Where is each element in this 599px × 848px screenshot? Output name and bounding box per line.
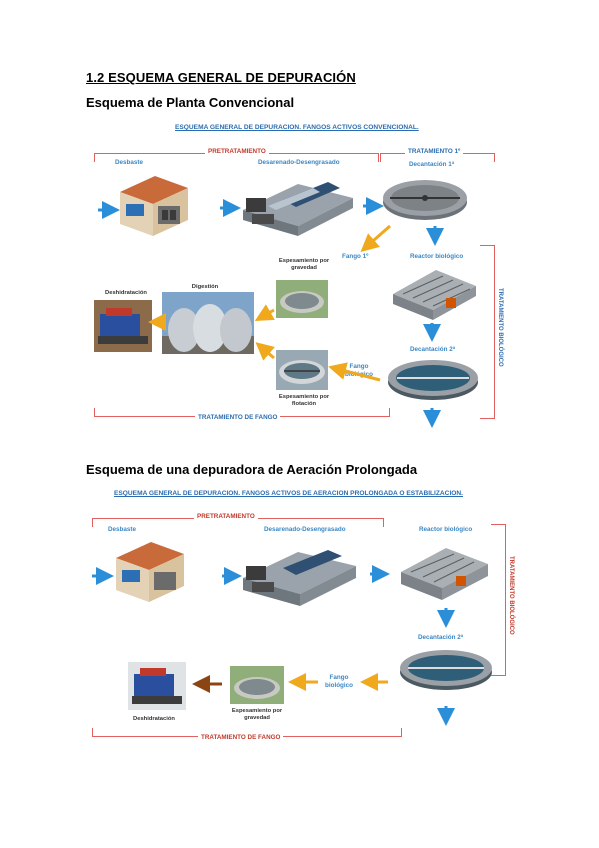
diagram1-arrows	[98, 197, 444, 428]
fango1-label: Fango 1º	[342, 253, 369, 260]
subheading-prolonged: Esquema de una depuradora de Aeración Pr…	[86, 462, 418, 477]
espesamiento-gravedad-label: Espesamiento por gravedad	[278, 258, 330, 271]
decantador2-illustration	[388, 360, 478, 400]
pretratamiento-label: PRETRATAMIENTO	[205, 148, 269, 155]
digestion-photo	[162, 292, 254, 354]
diagram-conventional: ESQUEMA GENERAL DE DEPURACION. FANGOS AC…	[80, 118, 520, 428]
deshidratacion2-photo	[128, 662, 186, 710]
espesador-flotacion-photo	[276, 350, 328, 390]
decantacion1-label: Decantación 1ª	[409, 161, 455, 168]
diagram-prolonged-aeration: ESQUEMA GENERAL DE DEPURACION. FANGOS AC…	[86, 484, 516, 764]
deshidratacion-photo	[94, 300, 152, 352]
tratamiento-fango2-label: TRATAMIENTO DE FANGO	[198, 734, 284, 741]
decantador1-illustration	[383, 180, 467, 220]
reactor2-illustration	[401, 548, 488, 600]
desarenador-illustration	[243, 182, 353, 236]
diagram2-title: ESQUEMA GENERAL DE DEPURACION. FANGOS AC…	[114, 490, 464, 497]
diagram2-arrows	[92, 565, 455, 726]
subheading-conventional: Esquema de Planta Convencional	[86, 95, 295, 110]
desbaste2-label: Desbaste	[108, 526, 137, 533]
digestion-label: Digestión	[191, 284, 219, 290]
tratamiento-fango-label: TRATAMIENTO DE FANGO	[195, 414, 281, 421]
fango-biologico2-label: Fango biológico	[325, 674, 353, 689]
tratamiento1-label: TRATAMIENTO 1º	[405, 148, 464, 155]
reactor-label: Reactor biológico	[410, 253, 464, 260]
tratamiento-biologico-bracket	[480, 245, 495, 419]
desbaste-building-illustration	[120, 176, 188, 236]
decantador2b-illustration	[400, 650, 492, 690]
section-heading: 1.2 ESQUEMA GENERAL DE DEPURACIÓN	[86, 70, 356, 85]
decantacion2b-label: Decantación 2ª	[418, 634, 464, 641]
desarenado-label: Desarenado-Desengrasado	[258, 159, 340, 166]
reactor2-label: Reactor biológico	[419, 526, 473, 533]
desbaste2-building-illustration	[116, 542, 184, 602]
desarenador2-illustration	[243, 550, 356, 606]
espesador-gravedad2-photo	[230, 666, 284, 704]
reactor1-illustration	[393, 270, 476, 320]
espesador-gravedad-photo	[276, 280, 328, 318]
pretratamiento2-label: PRETRATAMIENTO	[194, 513, 258, 520]
espesamiento-flotacion-label: Espesamiento por flotación	[278, 394, 330, 407]
espesamiento-gravedad2-label: Espesamiento por gravedad	[231, 708, 283, 721]
desarenado2-label: Desarenado-Desengrasado	[264, 526, 346, 533]
tratamiento-biologico2-bracket	[491, 524, 506, 676]
diagram1-title: ESQUEMA GENERAL DE DEPURACION. FANGOS AC…	[175, 124, 419, 131]
deshidratacion-label: Deshidratación	[105, 290, 147, 296]
desbaste-label: Desbaste	[115, 159, 144, 166]
deshidratacion2-label: Deshidratación	[133, 716, 175, 722]
decantacion2-label: Decantación 2ª	[410, 346, 456, 353]
